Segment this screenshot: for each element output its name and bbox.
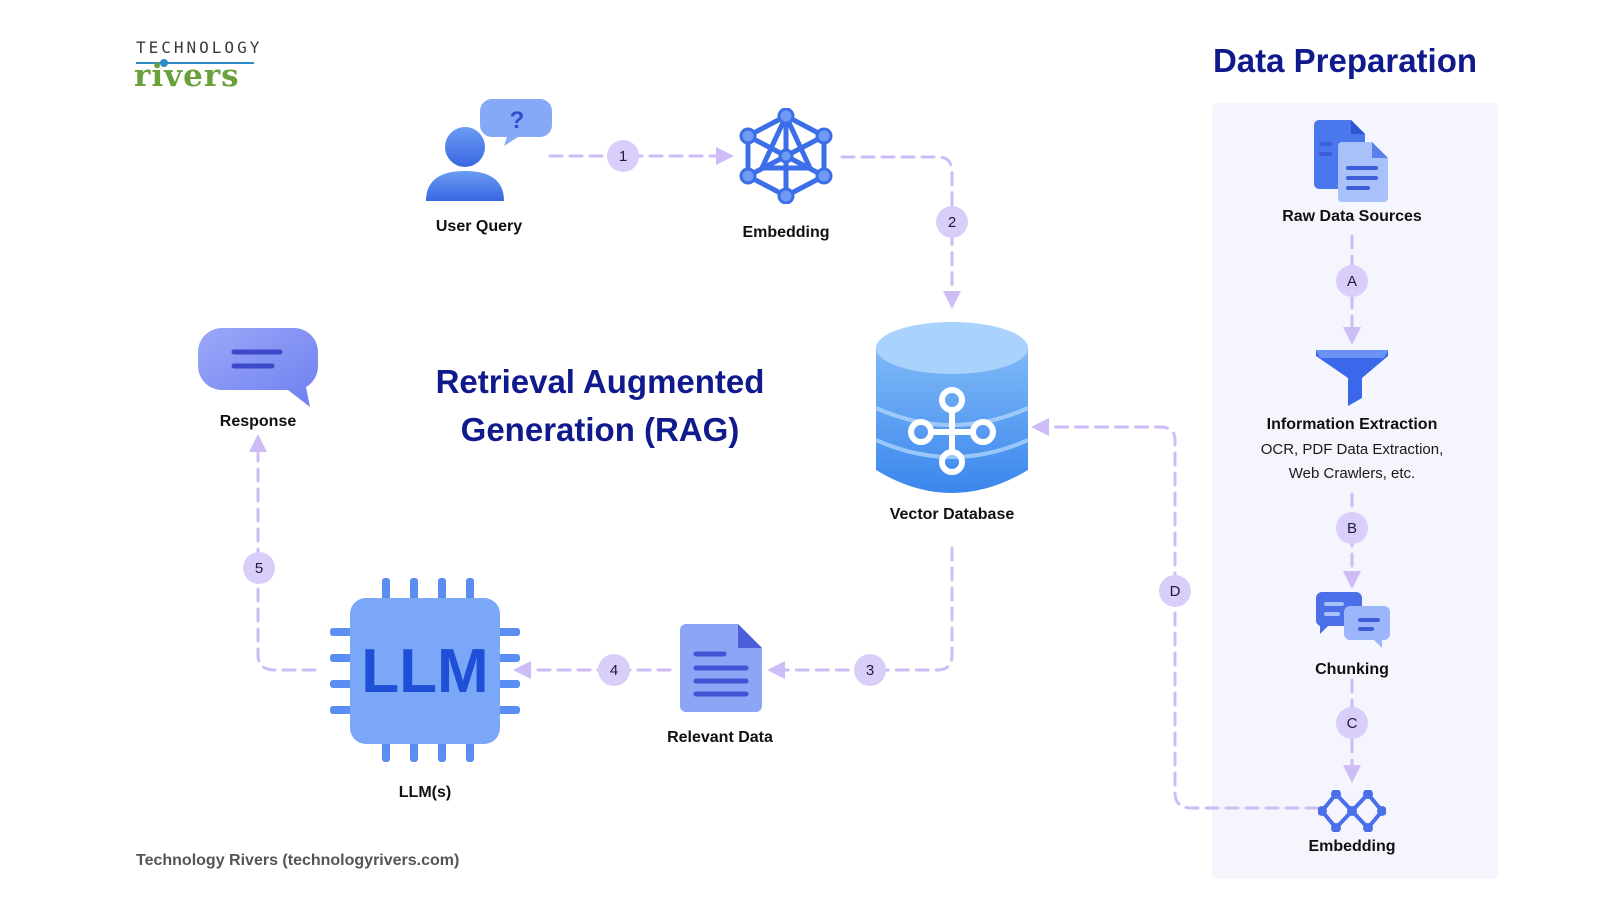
embedding-nodes-icon bbox=[1317, 789, 1387, 837]
step-badge-1: 1 bbox=[607, 140, 639, 172]
step-badge-d: D bbox=[1159, 575, 1191, 607]
logo-dot bbox=[160, 59, 168, 67]
user-query-icon: ? bbox=[420, 95, 560, 212]
question-mark-glyph: ? bbox=[510, 107, 525, 134]
user-query-label: User Query bbox=[435, 218, 523, 235]
relevant-data-document-icon bbox=[680, 624, 764, 717]
rag-title: Retrieval Augmented Generation (RAG) bbox=[400, 358, 800, 454]
step-badge-a: A bbox=[1336, 265, 1368, 297]
step-badge-3: 3 bbox=[854, 654, 886, 686]
rag-title-line-1: Retrieval Augmented bbox=[435, 363, 765, 400]
information-extraction-detail-1: OCR, PDF Data Extraction, bbox=[1260, 441, 1444, 458]
step-badge-c: C bbox=[1336, 707, 1368, 739]
chunking-chat-icon bbox=[1315, 592, 1390, 653]
step-badge-5: 5 bbox=[243, 552, 275, 584]
llm-chip-icon: LLM bbox=[330, 578, 520, 767]
embedding-network-icon bbox=[738, 107, 834, 209]
vector-database-label: Vector Database bbox=[889, 506, 1015, 523]
vector-database-icon bbox=[874, 320, 1030, 505]
step-badge-b: B bbox=[1336, 512, 1368, 544]
logo-text-technology: TECHNOLOGY bbox=[136, 38, 263, 57]
chunking-label: Chunking bbox=[1315, 661, 1389, 678]
logo-underline bbox=[136, 62, 254, 64]
llm-label: LLM(s) bbox=[398, 784, 452, 801]
embedding-label: Embedding bbox=[742, 224, 830, 241]
raw-data-sources-icon bbox=[1314, 120, 1390, 207]
information-extraction-funnel-icon bbox=[1316, 350, 1388, 411]
response-chat-bubble-icon bbox=[196, 326, 320, 415]
step-badge-2: 2 bbox=[936, 206, 968, 238]
prep-embedding-label: Embedding bbox=[1308, 838, 1396, 855]
connector-embedding-to-vector-db bbox=[840, 155, 961, 309]
step-badge-4: 4 bbox=[598, 654, 630, 686]
response-label: Response bbox=[219, 413, 297, 430]
data-preparation-title: Data Preparation bbox=[1212, 42, 1478, 79]
connector-vector-db-to-relevant-data bbox=[767, 546, 954, 679]
rag-title-line-2: Generation (RAG) bbox=[460, 411, 740, 448]
llm-chip-text: LLM bbox=[361, 637, 488, 706]
logo-text-rivers: rivers bbox=[134, 58, 240, 94]
raw-data-sources-label: Raw Data Sources bbox=[1282, 208, 1422, 225]
information-extraction-label: Information Extraction bbox=[1266, 416, 1438, 433]
relevant-data-label: Relevant Data bbox=[667, 729, 773, 746]
footer-credit: Technology Rivers (technologyrivers.com) bbox=[136, 852, 460, 869]
information-extraction-detail-2: Web Crawlers, etc. bbox=[1288, 465, 1416, 482]
